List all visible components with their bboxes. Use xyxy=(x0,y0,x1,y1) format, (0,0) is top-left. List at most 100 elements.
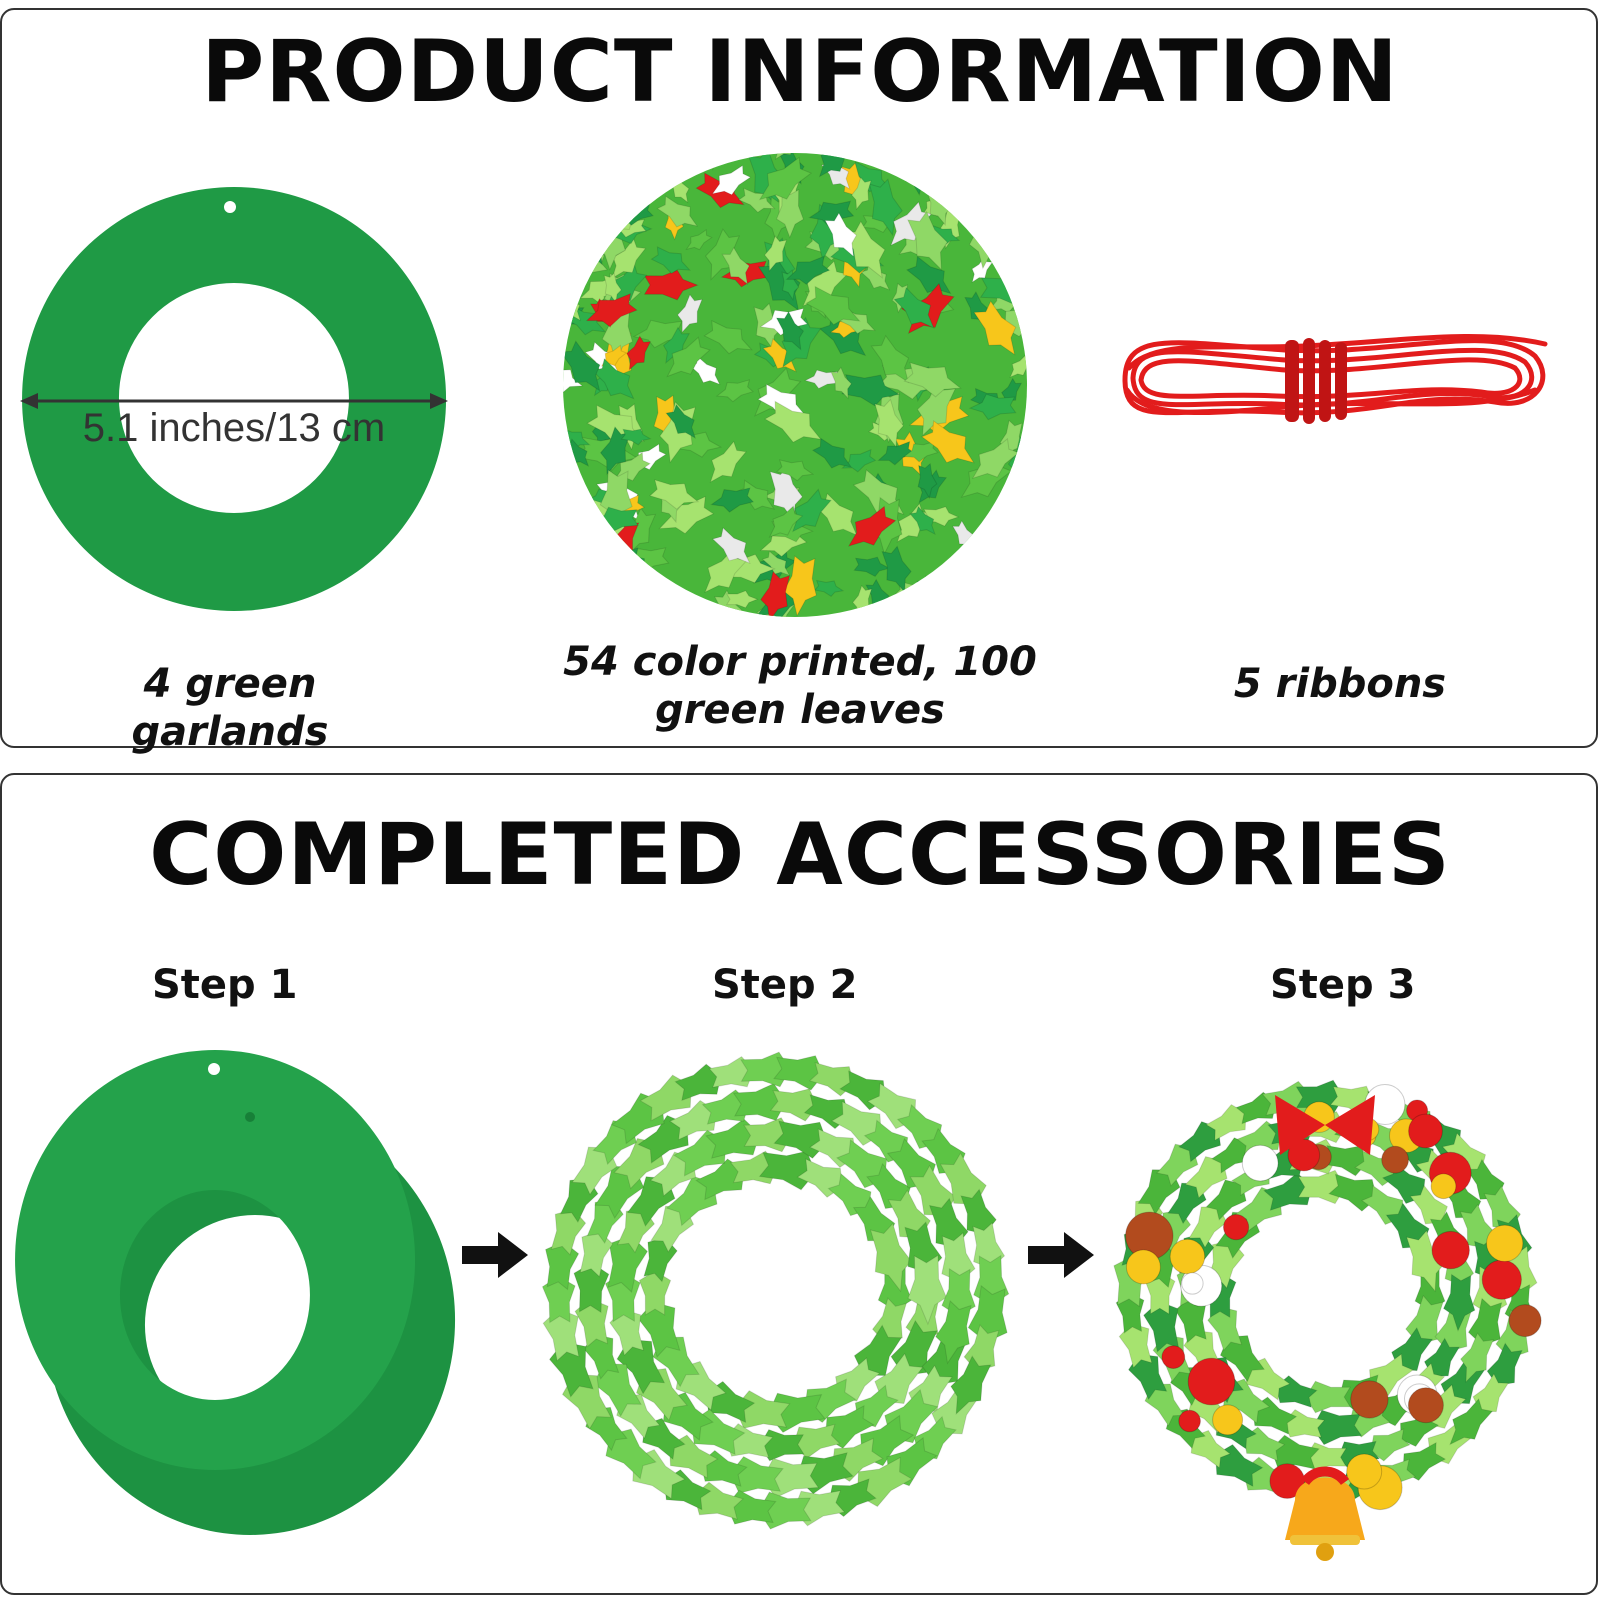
foam-piece xyxy=(986,140,1024,152)
foam-piece xyxy=(968,393,1017,421)
holly-leaf xyxy=(638,1257,672,1316)
foam-piece xyxy=(576,550,619,588)
foam-piece xyxy=(725,590,759,609)
ornament xyxy=(1408,1113,1443,1149)
foam-piece xyxy=(905,255,952,295)
foam-piece xyxy=(775,188,805,239)
foam-piece xyxy=(665,403,697,439)
ornament xyxy=(1431,1230,1470,1270)
holly-leaf xyxy=(542,1294,580,1362)
holly-leaf xyxy=(1183,1429,1232,1469)
holly-leaf xyxy=(607,1220,649,1293)
foam-piece xyxy=(914,608,971,617)
red-ribbon-coil-image xyxy=(1122,334,1548,424)
holly-leaf xyxy=(715,1455,784,1494)
holly-leaf xyxy=(773,1055,838,1091)
foam-piece xyxy=(870,334,910,384)
foam-piece xyxy=(656,195,699,228)
step-2-leaf-wreath-image xyxy=(541,1051,1010,1530)
holly-leaf xyxy=(711,1423,774,1458)
ornament xyxy=(1407,1387,1444,1424)
holly-leaf xyxy=(634,1416,686,1461)
holly-leaf xyxy=(769,1088,831,1122)
ornament xyxy=(1508,1304,1542,1338)
foam-piece xyxy=(616,153,664,164)
ornament xyxy=(1430,1173,1457,1200)
holly-leaf xyxy=(941,1232,976,1296)
foam-piece xyxy=(808,200,855,227)
foam-piece xyxy=(769,465,803,522)
holly-leaf xyxy=(972,1221,1006,1282)
ornament xyxy=(1223,1214,1250,1241)
foam-piece xyxy=(963,180,1016,215)
ornament xyxy=(1486,1224,1524,1263)
foam-piece xyxy=(916,379,957,437)
foam-piece xyxy=(593,550,620,586)
foam-piece xyxy=(868,178,903,237)
foam-piece xyxy=(830,366,853,400)
foam-piece xyxy=(591,357,635,400)
holly-leaf xyxy=(746,1428,805,1462)
foam-piece xyxy=(758,156,813,201)
holly-leaf xyxy=(752,1392,826,1434)
foam-piece xyxy=(1002,218,1027,237)
foam-piece xyxy=(774,153,801,160)
foam-piece xyxy=(585,153,618,208)
foam-piece xyxy=(688,355,721,386)
holly-leaf xyxy=(1449,1398,1494,1446)
ornament xyxy=(1187,1357,1236,1406)
foam-piece xyxy=(917,462,938,500)
foam-piece xyxy=(881,545,912,594)
step-2-label: Step 2 xyxy=(712,962,858,1008)
holly-leaf xyxy=(541,1262,576,1324)
foam-piece xyxy=(601,567,634,612)
foam-piece xyxy=(1008,478,1027,539)
foam-piece xyxy=(711,527,751,565)
ornament xyxy=(1241,1144,1279,1182)
foam-piece xyxy=(626,335,652,371)
foam-piece xyxy=(703,319,753,355)
foam-piece xyxy=(580,577,613,608)
foam-piece xyxy=(1001,547,1027,569)
holly-leaf xyxy=(743,1491,812,1530)
holly-leaf xyxy=(545,1227,580,1291)
green-garland-ring-image: 5.1 inches/13 cm xyxy=(20,187,448,611)
foam-piece xyxy=(813,579,845,597)
foam-piece xyxy=(563,290,582,322)
foam-piece xyxy=(775,459,815,482)
foam-piece xyxy=(781,269,800,302)
foam-piece xyxy=(1009,353,1027,379)
holly-leaf xyxy=(1405,1229,1445,1293)
foam-piece xyxy=(907,210,948,271)
foam-piece xyxy=(775,310,805,351)
foam-piece xyxy=(580,232,605,266)
foam-piece xyxy=(847,505,897,547)
foam-piece xyxy=(973,300,1017,356)
holly-leaf xyxy=(827,1172,878,1219)
foam-piece xyxy=(666,336,711,378)
holly-leaf xyxy=(719,1390,791,1429)
foam-piece xyxy=(877,440,916,466)
holly-leaf xyxy=(973,1254,1010,1320)
foam-piece xyxy=(1001,153,1027,174)
foam-piece xyxy=(993,197,1027,233)
foam-piece xyxy=(595,208,629,228)
ornament xyxy=(1178,1409,1201,1433)
holly-leaf xyxy=(708,1055,767,1088)
holly-leaf xyxy=(1467,1297,1503,1359)
foam-piece xyxy=(585,293,638,328)
foam-piece xyxy=(947,153,973,168)
foam-piece xyxy=(761,550,791,577)
holly-leaf xyxy=(1442,1273,1476,1332)
ornament xyxy=(1125,1249,1161,1285)
foam-piece xyxy=(984,511,1019,567)
foam-piece xyxy=(841,448,877,473)
foam-piece xyxy=(588,547,646,585)
foam-piece xyxy=(563,533,591,561)
holly-leaf xyxy=(1143,1287,1180,1353)
foam-piece xyxy=(603,272,622,305)
holly-leaf xyxy=(1326,1440,1381,1471)
foam-piece xyxy=(649,479,700,510)
holly-leaf xyxy=(907,1254,948,1326)
foam-piece xyxy=(792,488,832,533)
